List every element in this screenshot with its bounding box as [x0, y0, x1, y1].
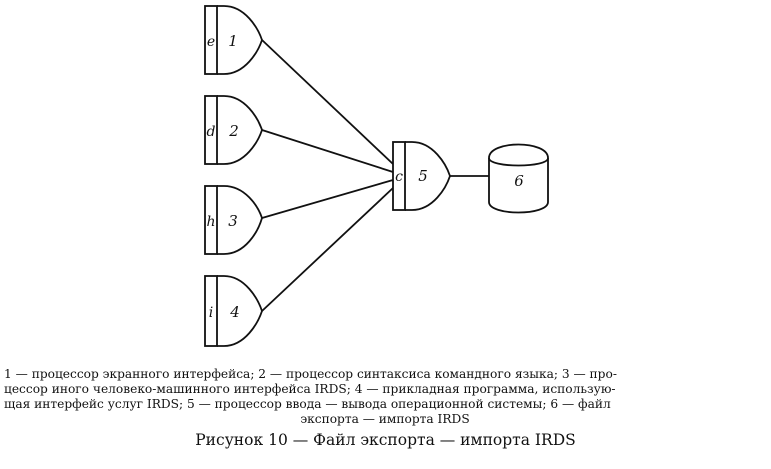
node-5-label: 5	[418, 167, 428, 185]
figure-caption: Рисунок 10 — Файл экспорта — импорта IRD…	[195, 431, 576, 449]
node-1: e 1	[204, 5, 263, 75]
node-1-port: e	[207, 34, 215, 50]
node-2-label: 2	[228, 122, 239, 140]
node-4-label: 4	[229, 303, 240, 321]
node-2-port: d	[207, 124, 216, 140]
node-6-label: 6	[514, 172, 524, 190]
figure-legend: 1 — процессор экранного интерфейса; 2 — …	[4, 367, 766, 427]
legend-line: цессор иного человеко-машинного интерфей…	[4, 382, 616, 396]
node-6: 6	[488, 143, 549, 214]
node-5: c 5	[392, 141, 451, 211]
node-5-port: c	[395, 169, 403, 185]
edge-4-5	[261, 187, 394, 312]
node-2: d 2	[204, 95, 263, 165]
node-3-label: 3	[228, 212, 238, 230]
legend-line: 1 — процессор экранного интерфейса; 2 — …	[4, 367, 617, 381]
node-3: h 3	[204, 185, 263, 255]
diagram: e 1 d 2 h 3 i 4 c 5 6	[204, 5, 549, 347]
legend-line: экспорта — импорта IRDS	[300, 412, 470, 426]
edge-3-5	[261, 179, 394, 219]
node-4: i 4	[204, 275, 263, 347]
node-4-port: i	[209, 305, 213, 321]
legend-line: щая интерфейс услуг IRDS; 5 — процессор …	[4, 397, 611, 411]
edge-1-5	[261, 39, 394, 165]
storage-drum-icon	[488, 143, 549, 214]
node-3-port: h	[206, 214, 215, 230]
edge-2-5	[261, 129, 394, 173]
node-1-label: 1	[228, 32, 238, 50]
